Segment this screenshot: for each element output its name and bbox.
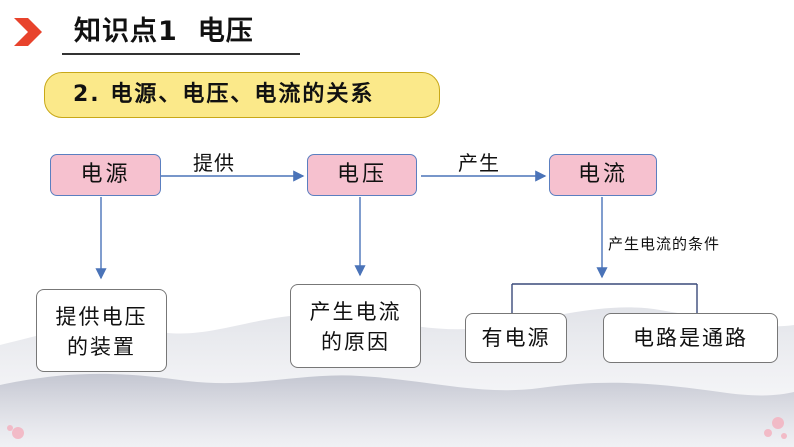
node-source-description: 提供电压 的装置 <box>36 289 167 372</box>
source-desc-line1: 提供电压 <box>55 305 148 329</box>
node-condition-closed-circuit: 电路是通路 <box>603 313 778 363</box>
voltage-desc-line1: 产生电流 <box>309 300 402 324</box>
node-voltage-description: 产生电流 的原因 <box>290 284 421 368</box>
title-prefix: 知识点1 <box>74 16 178 47</box>
node-current: 电流 <box>549 154 657 196</box>
source-desc-line2: 的装置 <box>67 335 136 359</box>
section-heading: 2. 电源、电压、电流的关系 <box>44 72 440 118</box>
edge-label-provide: 提供 <box>193 151 235 175</box>
edge-label-conditions: 产生电流的条件 <box>608 235 721 253</box>
node-condition-power: 有电源 <box>465 313 567 363</box>
voltage-desc-line2: 的原因 <box>321 330 390 354</box>
title-underline <box>62 53 300 55</box>
blossom-decoration <box>7 417 787 439</box>
page-title: 知识点1 电压 <box>74 12 254 52</box>
node-voltage: 电压 <box>307 154 417 196</box>
node-power-source: 电源 <box>50 154 161 196</box>
title-topic: 电压 <box>197 16 254 47</box>
edge-label-produce: 产生 <box>458 151 500 175</box>
chevron-right-icon <box>14 18 42 46</box>
